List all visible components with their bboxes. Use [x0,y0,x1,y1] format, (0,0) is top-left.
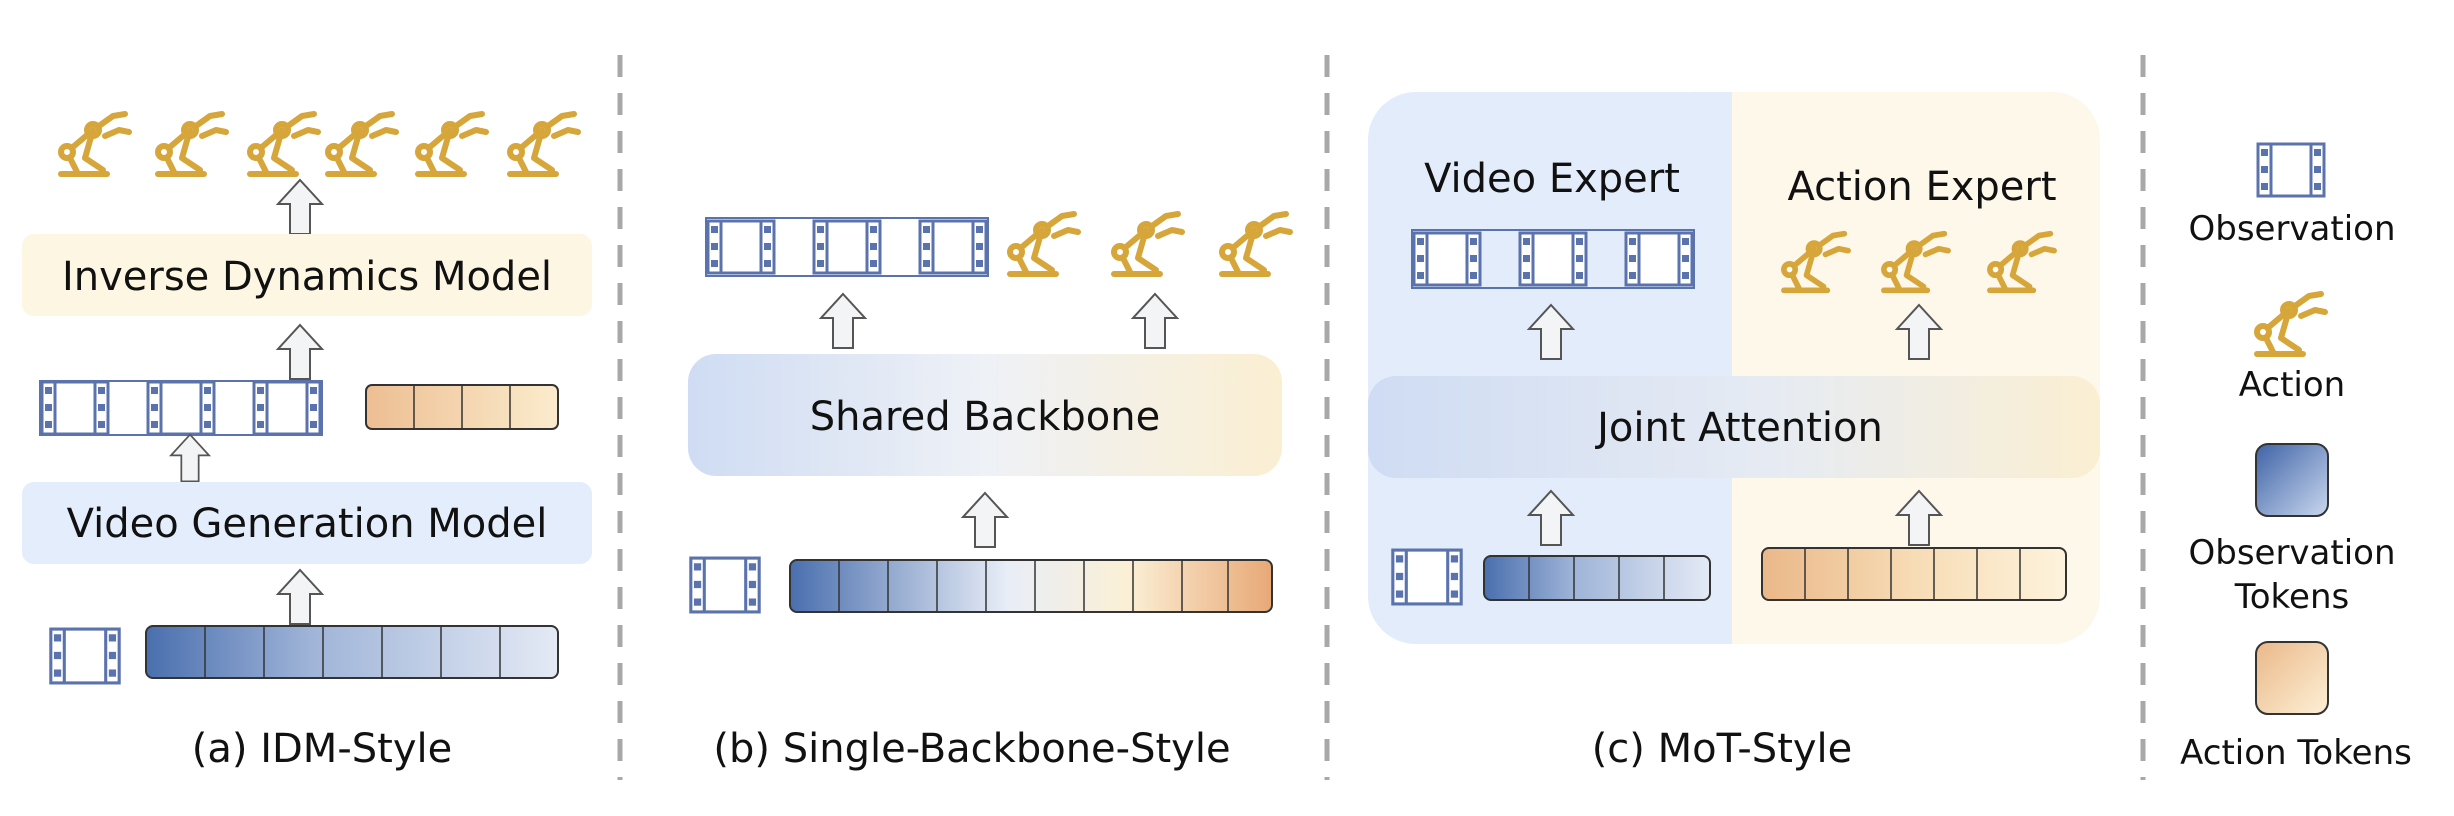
legend: Observation Action Observation Tokens Ac… [2180,142,2412,773]
robot-arm-icon [250,114,318,174]
film-frame-icon [918,219,988,275]
film-frame-icon [812,219,882,275]
panel-b-single-backbone-style: Shared Backbone (b) Single-Backbone-Styl… [688,214,1290,772]
film-frame-icon [49,627,121,685]
output-video-frames [1411,229,1695,289]
up-arrow-icon [1132,293,1178,349]
robot-arm-icon [1222,214,1290,274]
film-frame-icon [2256,142,2326,198]
mixed-token-bar [789,559,1273,613]
shared-backbone-label: Shared Backbone [810,394,1160,440]
film-frame-icon [1412,231,1482,287]
video-expert-label: Video Expert [1424,156,1680,202]
robot-arm-icon [2257,294,2325,354]
up-arrow-icon [962,492,1008,548]
action-expert-label: Action Expert [1787,164,2056,210]
film-frame-icon [1624,231,1694,287]
robot-arm-icon [1114,214,1182,274]
joint-attention-box [1368,376,2100,478]
panel-c-mot-style: Video Expert Action Expert Joint Attenti… [1368,92,2100,772]
robot-arm-icon [158,114,226,174]
video-generation-model-box [22,482,592,564]
robot-arm-icon [61,114,129,174]
output-video-frames [705,217,989,277]
film-frame-icon [1518,231,1588,287]
panel-a-caption: (a) IDM-Style [192,726,452,772]
legend-action-label: Action [2239,365,2345,405]
film-frame-icon [252,380,322,436]
up-arrow-icon [820,293,866,349]
film-frame-icon [706,219,776,275]
panel-a-idm-style: Inverse Dynamics Model Video Generation … [22,114,592,772]
legend-action-token-swatch [2255,641,2329,715]
robot-arm-icon [510,114,578,174]
legend-action-tokens-label: Action Tokens [2180,733,2412,773]
joint-attention-label: Joint Attention [1594,405,1883,451]
film-frame-icon [40,380,110,436]
legend-observation-label: Observation [2188,209,2395,249]
legend-observation-tokens-line2: Tokens [2234,577,2349,617]
panel-c-caption: (c) MoT-Style [1592,726,1853,772]
action-output-row [1010,214,1290,274]
panel-dividers [617,55,2146,780]
film-frame-icon [1391,548,1463,606]
panel-b-caption: (b) Single-Backbone-Style [713,726,1230,772]
generated-video-frames [39,380,323,436]
observation-token-bar [1483,555,1711,601]
film-frame-icon [146,380,216,436]
action-token-bar [1761,547,2067,601]
inverse-dynamics-model-box [22,234,592,316]
legend-observation-tokens-line1: Observation [2188,533,2395,573]
robot-arm-icon [1010,214,1078,274]
up-arrow-icon [277,324,323,380]
video-generation-model-label: Video Generation Model [67,501,548,547]
action-expert-panel [1732,92,2100,644]
observation-token-bar [145,625,559,679]
up-arrow-icon [277,569,323,625]
film-frame-icon [689,556,761,614]
legend-observation-token-swatch [2255,443,2329,517]
up-arrow-icon [169,433,211,483]
inverse-dynamics-model-label: Inverse Dynamics Model [62,254,552,300]
action-output-row [61,114,578,174]
robot-arm-icon [328,114,396,174]
action-token-bar-small [365,384,559,430]
up-arrow-icon [277,179,323,235]
shared-backbone-box [688,354,1282,476]
robot-arm-icon [418,114,486,174]
